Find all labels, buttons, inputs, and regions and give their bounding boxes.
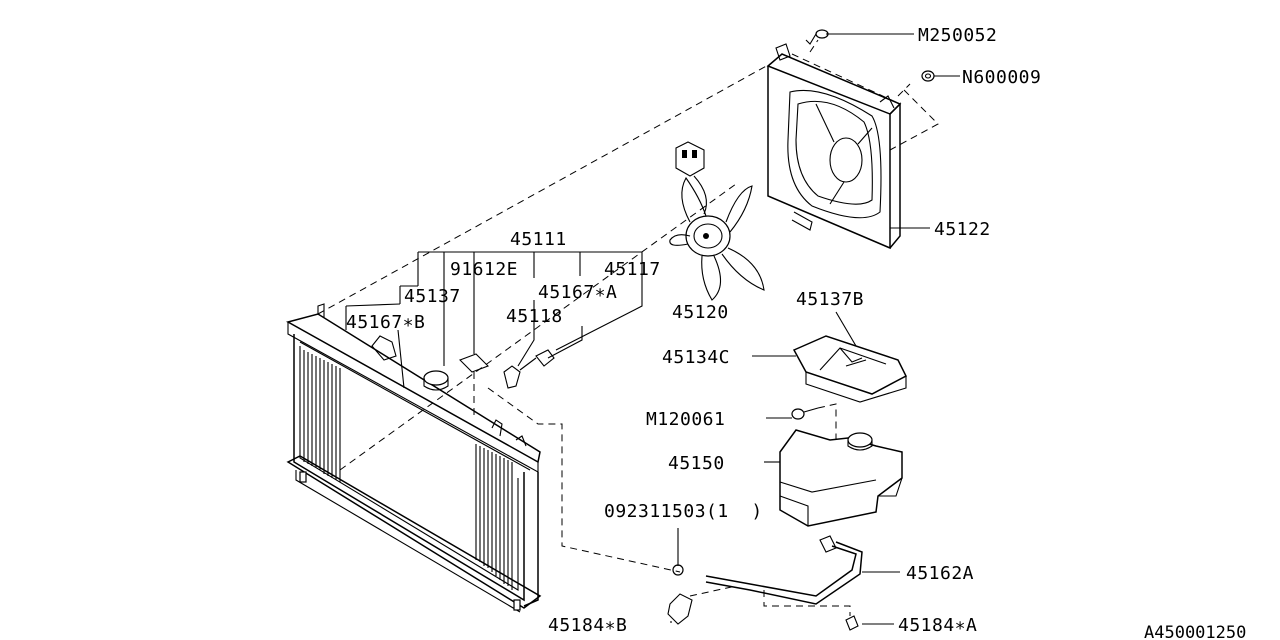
label-45167-a: 45167∗A — [538, 282, 617, 303]
label-m120061: M120061 — [646, 409, 725, 430]
label-45111: 45111 — [510, 229, 567, 250]
label-45150: 45150 — [668, 453, 725, 474]
clip-092311503 — [672, 564, 684, 576]
fan-shroud — [766, 43, 902, 250]
label-45117: 45117 — [604, 259, 661, 280]
radiator-assembly — [286, 303, 542, 613]
nut-n600009 — [921, 70, 935, 82]
alignment-lines — [317, 39, 939, 616]
diagram-reference-code: A450001250 — [1144, 623, 1246, 640]
hose-clip-a — [845, 615, 859, 631]
label-45134c: 45134C — [662, 347, 730, 368]
overflow-hose — [705, 535, 863, 605]
label-45162a: 45162A — [906, 563, 974, 584]
label-m250052: M250052 — [918, 25, 997, 46]
label-45184-b: 45184∗B — [548, 615, 627, 636]
bolt-m250052 — [805, 29, 829, 45]
part-labels: M250052 N600009 45122 45111 91612E 45117… — [346, 25, 1246, 640]
label-092311503: 092311503(1 ) — [604, 501, 763, 522]
reservoir-tank — [779, 429, 903, 527]
fan-motor-assembly — [669, 141, 765, 301]
thermo-switch — [503, 349, 555, 389]
leader-lines — [345, 33, 960, 625]
label-91612e: 91612E — [450, 259, 518, 280]
label-45167-b: 45167∗B — [346, 312, 425, 333]
label-45118: 45118 — [506, 306, 563, 327]
bolt-m120061 — [791, 407, 819, 420]
shield-plate — [792, 335, 907, 403]
label-45122: 45122 — [934, 219, 991, 240]
hose-clip-b — [667, 593, 693, 625]
label-45137: 45137 — [404, 286, 461, 307]
label-45137b: 45137B — [796, 289, 864, 310]
label-45184-a: 45184∗A — [898, 615, 977, 636]
label-45120: 45120 — [672, 302, 729, 323]
label-n600009: N600009 — [962, 67, 1041, 88]
